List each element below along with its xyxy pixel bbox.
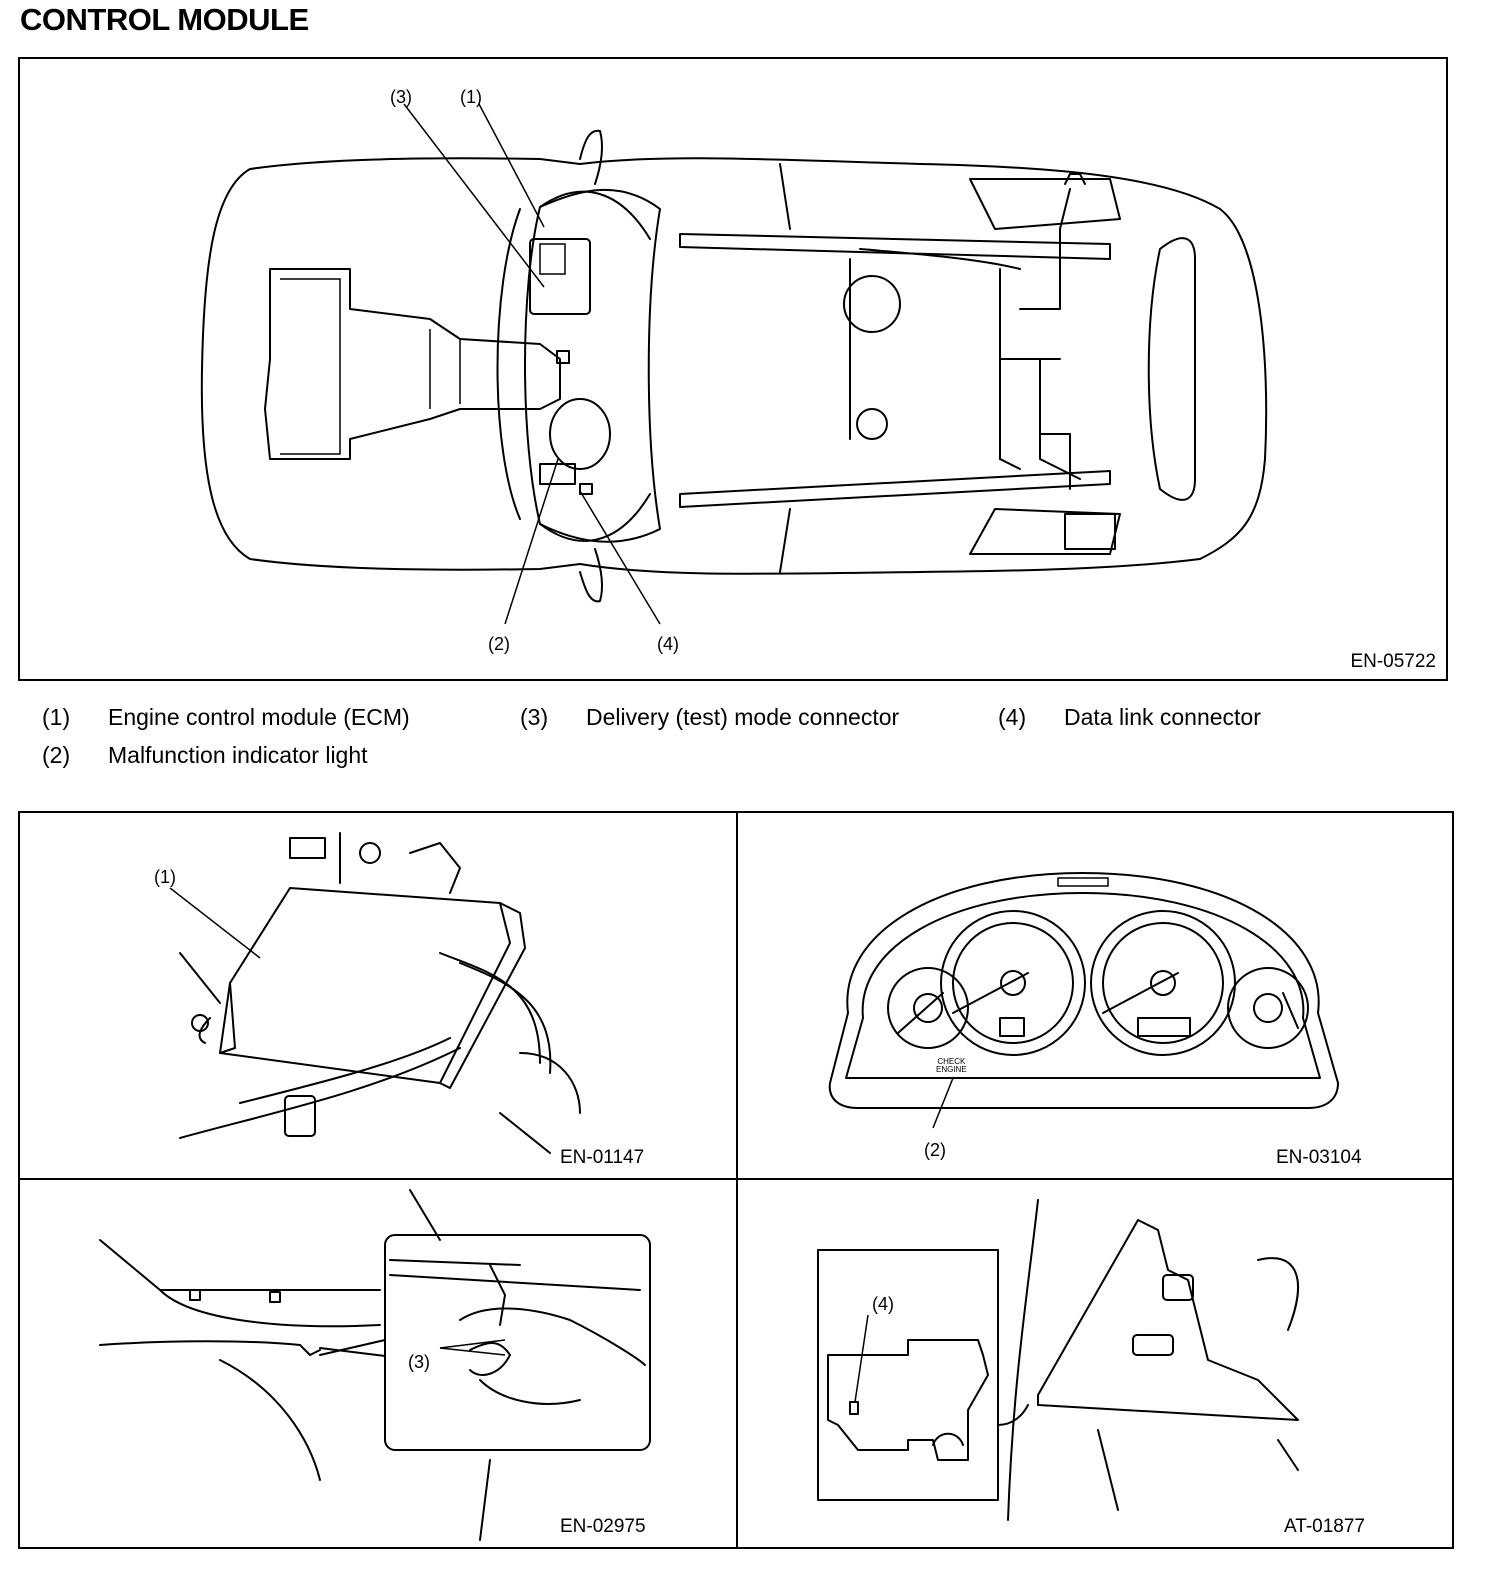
panel-grid-frame: (1) EN-01147 CHECK xyxy=(18,811,1454,1549)
legend-num: (3) xyxy=(520,704,549,730)
panel-mil-callout: (2) xyxy=(924,1140,946,1160)
ecm-illustration xyxy=(169,832,581,1154)
main-figure-frame: (3) (1) (2) (4) EN-05722 xyxy=(18,57,1448,681)
legend-num: (1) xyxy=(42,704,71,730)
check-engine-label: CHECK ENGINE xyxy=(936,1058,967,1074)
delivery-connector-illustration xyxy=(99,1189,651,1541)
instrument-cluster-illustration xyxy=(828,872,1339,1129)
panel-dlc-callout: (4) xyxy=(872,1294,894,1314)
check-engine-line-1: CHECK xyxy=(937,1057,966,1066)
legend-num: (2) xyxy=(42,742,71,768)
legend-text: Data link connector xyxy=(1064,704,1261,730)
panel-data-link-connector: (4) AT-01877 xyxy=(738,1180,1454,1549)
legend-text: Engine control module (ECM) xyxy=(108,704,410,730)
panel-ecm-callout: (1) xyxy=(154,867,176,887)
figure-id: EN-05722 xyxy=(1350,651,1436,672)
check-engine-line-2: ENGINE xyxy=(936,1065,967,1074)
legend-text: Delivery (test) mode connector xyxy=(586,704,900,730)
car-top-view-illustration xyxy=(200,103,1268,625)
panel-delivery-figure-id: EN-02975 xyxy=(560,1516,646,1537)
grid-divider-horizontal xyxy=(20,1178,1452,1180)
callout-4: (4) xyxy=(657,634,679,654)
legend-text: Malfunction indicator light xyxy=(108,742,368,768)
callout-1: (1) xyxy=(460,87,482,107)
callout-2: (2) xyxy=(488,634,510,654)
callout-3: (3) xyxy=(390,87,412,107)
legend-num: (4) xyxy=(998,704,1027,730)
grid-divider-vertical xyxy=(736,813,738,1547)
panel-ecm-figure-id: EN-01147 xyxy=(560,1147,645,1168)
panel-mil: CHECK ENGINE (2) EN-03104 xyxy=(738,813,1454,1178)
data-link-connector-illustration xyxy=(817,1199,1299,1521)
panel-delivery-connector: (3) EN-02975 xyxy=(20,1180,736,1549)
panel-ecm: (1) EN-01147 xyxy=(20,813,736,1178)
panel-mil-figure-id: EN-03104 xyxy=(1276,1147,1362,1168)
panel-delivery-callout: (3) xyxy=(408,1352,430,1372)
panel-dlc-figure-id: AT-01877 xyxy=(1284,1516,1365,1537)
page-title: CONTROL MODULE xyxy=(20,2,309,37)
